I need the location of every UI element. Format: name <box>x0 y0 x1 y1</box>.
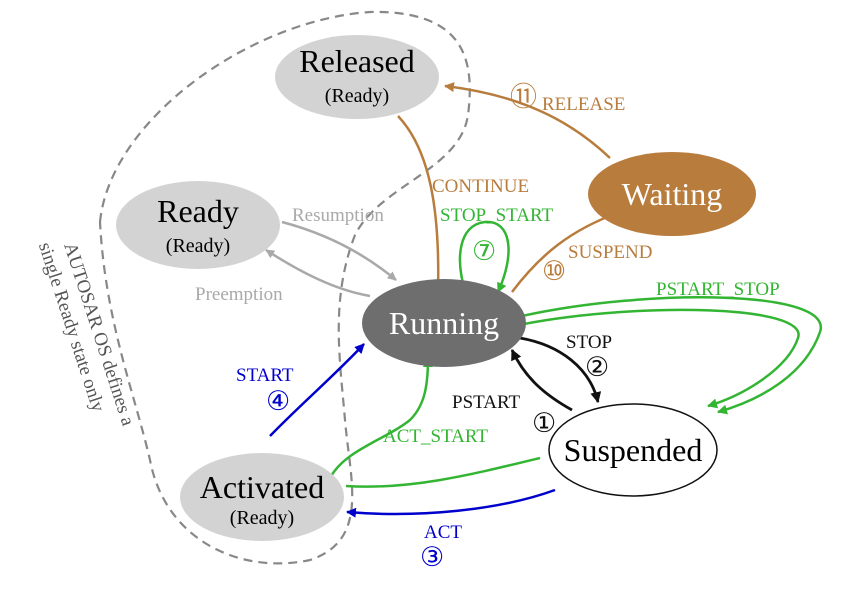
edge-suspended-activated <box>345 456 541 488</box>
act-label: ACT <box>424 522 462 543</box>
stop-start-label: STOP_START <box>440 205 554 226</box>
stop-start-number: ⑦ <box>472 236 496 267</box>
pstart-stop-label: PSTART_STOP <box>656 279 780 300</box>
edge-preemption <box>265 248 371 298</box>
state-suspended-name: Suspended <box>564 432 703 468</box>
edge-pstart-stop-inner <box>523 308 800 409</box>
state-released-sub: (Ready) <box>325 85 389 107</box>
edge-continue <box>397 115 444 293</box>
suspend-label: SUSPEND <box>568 242 652 263</box>
resumption-label: Resumption <box>292 205 384 226</box>
pstart-label: PSTART <box>452 392 520 413</box>
state-ready-name: Ready <box>157 193 239 229</box>
ready-group-boundary <box>98 10 471 565</box>
release-number: ⑪ <box>510 82 537 113</box>
state-released: Released (Ready) <box>275 35 439 119</box>
start-label: START <box>236 365 294 386</box>
edge-resumption <box>281 220 397 281</box>
state-activated-name: Activated <box>200 469 324 505</box>
state-released-name: Released <box>299 43 415 79</box>
state-activated: Activated (Ready) <box>180 453 344 541</box>
ready-state-note: AUTOSAR OS defines a single Ready state … <box>34 240 139 429</box>
edge-stop-start <box>458 220 510 295</box>
release-label: RELEASE <box>542 94 625 115</box>
edge-stop <box>519 336 602 404</box>
start-number: ④ <box>266 386 290 417</box>
edge-start <box>269 343 365 437</box>
edge-act-start <box>328 357 433 479</box>
act-number: ③ <box>420 542 444 573</box>
edge-act <box>346 488 556 518</box>
stop-number: ② <box>585 352 609 383</box>
state-running: Running <box>362 279 526 367</box>
pstart-number: ① <box>532 408 556 439</box>
preemption-label: Preemption <box>195 284 283 305</box>
state-waiting-name: Waiting <box>622 176 723 212</box>
state-suspended: Suspended <box>548 403 718 497</box>
stop-label: STOP <box>566 332 612 353</box>
state-activated-sub: (Ready) <box>230 507 294 529</box>
state-running-name: Running <box>389 305 499 341</box>
edge-pstart-stop-outer <box>521 296 822 415</box>
state-waiting: Waiting <box>588 152 756 236</box>
state-ready-sub: (Ready) <box>166 235 230 257</box>
edge-pstart <box>510 349 573 412</box>
act-start-label: ACT_START <box>383 426 488 447</box>
continue-label: CONTINUE <box>432 176 529 197</box>
state-ready: Ready (Ready) <box>116 181 280 269</box>
suspend-number: ⑩ <box>542 256 566 287</box>
edge-release <box>444 82 611 159</box>
